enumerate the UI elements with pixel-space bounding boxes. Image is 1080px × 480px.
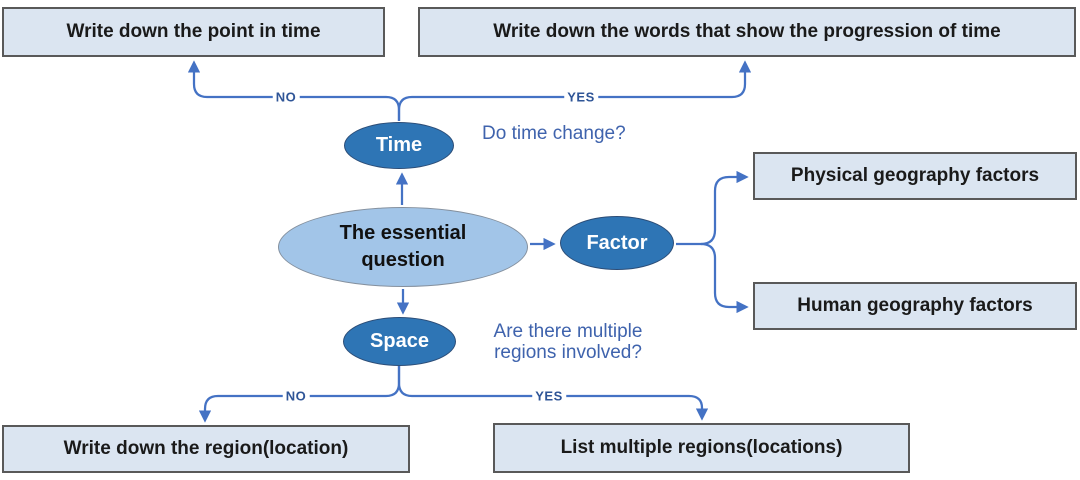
outcome-box-region-location: Write down the region(location) (2, 425, 410, 473)
edge-label-time-yes: YES (564, 89, 598, 105)
outcome-box-point-in-time: Write down the point in time (2, 7, 385, 57)
factor-node: Factor (560, 216, 674, 270)
outcome-box-multiple-regions: List multiple regions(locations) (493, 423, 910, 473)
outcome-box-progression-of-time: Write down the words that show the progr… (418, 7, 1076, 57)
time-node: Time (344, 122, 454, 169)
edge-label-space-yes: YES (532, 388, 566, 404)
outcome-box-physical-geography: Physical geography factors (753, 152, 1077, 200)
question-time-change: Do time change? (482, 123, 626, 144)
question-multiple-regions: Are there multiple regions involved? (493, 321, 643, 363)
connector-factor-to-human (700, 242, 749, 314)
edge-label-time-no: NO (272, 89, 300, 105)
center-node-essential-question: The essential question (278, 207, 528, 287)
connector-factor-to-physical (700, 170, 749, 246)
outcome-box-human-geography: Human geography factors (753, 282, 1077, 330)
edge-label-space-no: NO (282, 388, 310, 404)
space-node: Space (343, 317, 456, 366)
